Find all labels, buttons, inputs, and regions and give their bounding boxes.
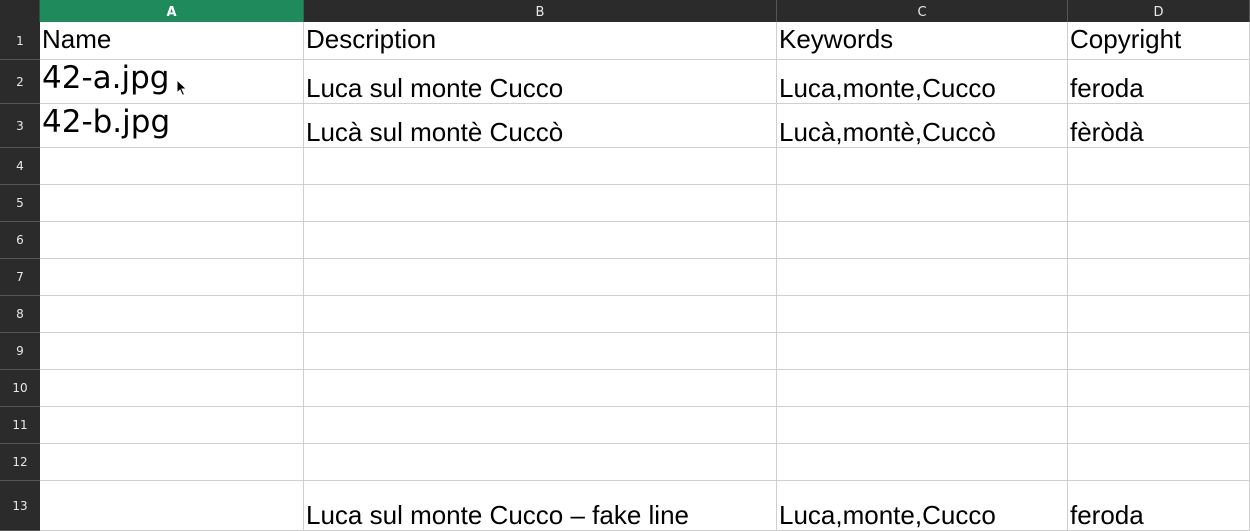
table-row — [40, 370, 1250, 407]
cell-c9[interactable] — [777, 333, 1068, 370]
cell-a11[interactable] — [40, 407, 304, 444]
cell-d4[interactable] — [1068, 148, 1250, 185]
column-header-a[interactable]: A — [40, 0, 304, 22]
table-row — [40, 259, 1250, 296]
cell-d8[interactable] — [1068, 296, 1250, 333]
cell-a12[interactable] — [40, 444, 304, 481]
row-header-10[interactable]: 10 — [0, 370, 40, 407]
cell-d6[interactable] — [1068, 222, 1250, 259]
table-row — [40, 185, 1250, 222]
cell-a6[interactable] — [40, 222, 304, 259]
cell-a8[interactable] — [40, 296, 304, 333]
cell-c3[interactable]: Lucà,montè,Cuccò — [777, 104, 1068, 148]
cell-d7[interactable] — [1068, 259, 1250, 296]
cell-d3[interactable]: fèròdà — [1068, 104, 1250, 148]
cell-c2[interactable]: Luca,monte,Cucco — [777, 60, 1068, 104]
cell-a9[interactable] — [40, 333, 304, 370]
row-header-6[interactable]: 6 — [0, 222, 40, 259]
row-header-12[interactable]: 12 — [0, 444, 40, 481]
column-header-bar: A B C D — [0, 0, 1250, 22]
cell-b4[interactable] — [304, 148, 777, 185]
column-header-d[interactable]: D — [1068, 0, 1250, 22]
cell-a10[interactable] — [40, 370, 304, 407]
cell-a1[interactable]: Name — [40, 22, 304, 60]
cell-b2[interactable]: Luca sul monte Cucco — [304, 60, 777, 104]
cell-c12[interactable] — [777, 444, 1068, 481]
cell-b8[interactable] — [304, 296, 777, 333]
cell-b1[interactable]: Description — [304, 22, 777, 60]
cell-c10[interactable] — [777, 370, 1068, 407]
column-header-c[interactable]: C — [777, 0, 1068, 22]
row-header-2[interactable]: 2 — [0, 60, 40, 104]
row-header-3[interactable]: 3 — [0, 104, 40, 148]
cell-d5[interactable] — [1068, 185, 1250, 222]
cell-d1[interactable]: Copyright — [1068, 22, 1250, 60]
cell-d9[interactable] — [1068, 333, 1250, 370]
select-all-corner[interactable] — [0, 0, 40, 22]
cell-a2[interactable]: 42-a.jpg — [40, 60, 304, 104]
cell-b3[interactable]: Lucà sul montè Cuccò — [304, 104, 777, 148]
cell-b13[interactable]: Luca sul monte Cucco – fake line — [304, 481, 777, 531]
row-header-8[interactable]: 8 — [0, 296, 40, 333]
cell-c1[interactable]: Keywords — [777, 22, 1068, 60]
table-row: Luca sul monte Cucco – fake line Luca,mo… — [40, 481, 1250, 531]
row-header-1[interactable]: 1 — [0, 22, 40, 60]
row-header-4[interactable]: 4 — [0, 148, 40, 185]
table-row — [40, 296, 1250, 333]
cell-d2[interactable]: feroda — [1068, 60, 1250, 104]
cell-a5[interactable] — [40, 185, 304, 222]
cell-c8[interactable] — [777, 296, 1068, 333]
cell-b7[interactable] — [304, 259, 777, 296]
cell-b10[interactable] — [304, 370, 777, 407]
row-header-11[interactable]: 11 — [0, 407, 40, 444]
cell-c13[interactable]: Luca,monte,Cucco — [777, 481, 1068, 531]
cell-grid: Name Description Keywords Copyright 42-a… — [40, 22, 1250, 531]
row-header-bar: 1 2 3 4 5 6 7 8 9 10 11 12 13 — [0, 22, 40, 531]
table-row — [40, 407, 1250, 444]
cell-d13[interactable]: feroda — [1068, 481, 1250, 531]
table-row: 42-b.jpg Lucà sul montè Cuccò Lucà,montè… — [40, 104, 1250, 148]
cell-b9[interactable] — [304, 333, 777, 370]
table-row: Name Description Keywords Copyright — [40, 22, 1250, 60]
table-row — [40, 148, 1250, 185]
cell-b11[interactable] — [304, 407, 777, 444]
cell-a7[interactable] — [40, 259, 304, 296]
cell-d12[interactable] — [1068, 444, 1250, 481]
row-header-13[interactable]: 13 — [0, 481, 40, 531]
cell-b12[interactable] — [304, 444, 777, 481]
table-row — [40, 333, 1250, 370]
table-row — [40, 444, 1250, 481]
cell-a4[interactable] — [40, 148, 304, 185]
row-header-7[interactable]: 7 — [0, 259, 40, 296]
table-row: 42-a.jpg Luca sul monte Cucco Luca,monte… — [40, 60, 1250, 104]
cell-b6[interactable] — [304, 222, 777, 259]
cell-c6[interactable] — [777, 222, 1068, 259]
cell-c11[interactable] — [777, 407, 1068, 444]
column-header-b[interactable]: B — [304, 0, 777, 22]
row-header-9[interactable]: 9 — [0, 333, 40, 370]
cell-d10[interactable] — [1068, 370, 1250, 407]
cell-c4[interactable] — [777, 148, 1068, 185]
cell-a13[interactable] — [40, 481, 304, 531]
cell-d11[interactable] — [1068, 407, 1250, 444]
cell-b5[interactable] — [304, 185, 777, 222]
cell-c7[interactable] — [777, 259, 1068, 296]
table-row — [40, 222, 1250, 259]
row-header-5[interactable]: 5 — [0, 185, 40, 222]
cell-a3[interactable]: 42-b.jpg — [40, 104, 304, 148]
cell-c5[interactable] — [777, 185, 1068, 222]
